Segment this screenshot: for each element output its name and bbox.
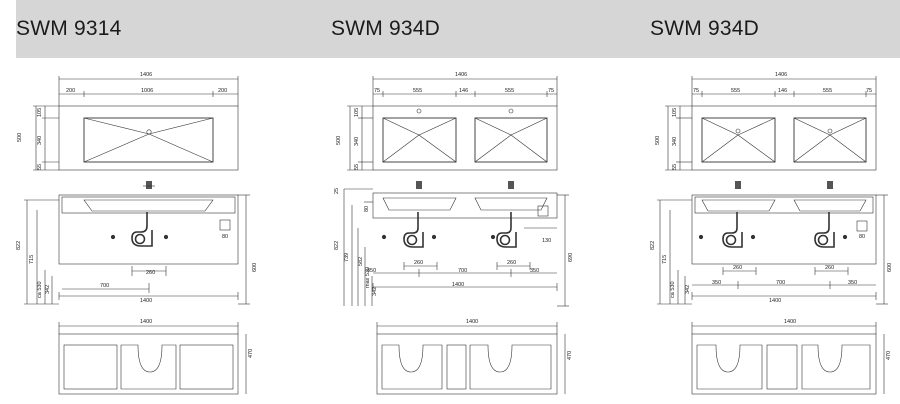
model-a-top-view: 1406 200 1006 200 500 105 340 55 <box>17 72 239 171</box>
dim-c-d2: 340 <box>672 137 678 146</box>
dim-b-height: 822 <box>334 241 340 250</box>
dim-c-total: 1406 <box>775 72 787 78</box>
dim-a-d3: 55 <box>37 164 43 170</box>
dim-b-bottom-height: 470 <box>567 351 573 360</box>
dim-c-d1: 105 <box>672 108 678 117</box>
dim-c-trap2: 260 <box>825 265 834 271</box>
dim-a-bottom-width: 1400 <box>140 319 152 325</box>
dim-b-edge-r: 75 <box>548 88 554 94</box>
dim-a-total: 1406 <box>140 72 152 78</box>
dim-c-depth: 500 <box>655 136 661 145</box>
dim-b-bowl-r: 555 <box>505 88 514 94</box>
dim-b-bottom-width: 1400 <box>466 319 478 325</box>
model-title-1: SWM 9314 <box>16 17 122 40</box>
dim-b-bowl-l: 555 <box>413 88 422 94</box>
dim-b-h4: 342 <box>372 287 378 296</box>
dim-b-gap: 146 <box>459 88 468 94</box>
model-c-bottom-view: 1400 470 <box>691 319 892 395</box>
dim-c-edge-r: 75 <box>866 88 872 94</box>
dim-c-bottom-width: 1400 <box>784 319 796 325</box>
dim-b-d3: 55 <box>354 164 360 170</box>
dim-b-h1: 739 <box>344 253 350 262</box>
dim-a-height: 822 <box>16 241 22 250</box>
model-b-bottom-view: 1400 470 <box>376 319 573 395</box>
dim-b-h2: 582 <box>358 257 364 266</box>
dim-c-right: 350 <box>848 280 857 286</box>
dim-c-h1: 715 <box>662 255 668 264</box>
dim-b-htop: 25 <box>334 188 340 194</box>
dim-a-h1: 715 <box>29 255 35 264</box>
model-c-top-view: 1406 75 555 146 555 75 500 105 340 55 <box>655 72 877 171</box>
dim-a-middle: 1006 <box>141 88 153 94</box>
dim-a-d2: 340 <box>37 136 43 145</box>
dim-b-h3: max 530 <box>365 267 371 288</box>
dim-c-height: 822 <box>650 241 656 250</box>
dim-b-right: 350 <box>530 268 539 274</box>
dim-a-trap: 260 <box>146 270 155 276</box>
dim-c-bottom-height: 470 <box>886 351 892 360</box>
model-c-front-view: 80 260 260 350 700 350 1400 822 715 ca 5… <box>650 181 893 305</box>
dim-a-width: 1400 <box>140 298 152 304</box>
model-title-3: SWM 934D <box>650 17 759 40</box>
dim-c-bowl-r: 555 <box>823 88 832 94</box>
dim-b-total: 1406 <box>455 72 467 78</box>
model-b-top-view: 1406 75 555 146 555 75 500 105 340 55 <box>336 72 558 171</box>
dim-b-cabinet: 690 <box>568 253 574 262</box>
dim-a-box: 80 <box>222 234 228 240</box>
dim-b-d2: 340 <box>354 137 360 146</box>
dim-a-right: 200 <box>218 88 227 94</box>
model-a-bottom-view: 1400 470 <box>58 319 254 395</box>
dim-b-edge-l: 75 <box>374 88 380 94</box>
dim-c-cabinet: 600 <box>887 263 893 272</box>
dim-b-width: 1400 <box>452 282 464 288</box>
model-a-front-view: 80 260 700 1400 822 715 ca 530 342 600 <box>16 181 258 305</box>
model-title-2: SWM 934D <box>331 17 440 40</box>
dim-c-h3: 342 <box>685 285 691 294</box>
dim-b-hshelf: 80 <box>364 206 370 212</box>
dim-b-left: 350 <box>367 268 376 274</box>
dim-b-trap2: 260 <box>507 260 516 266</box>
dim-c-trap: 260 <box>733 265 742 271</box>
dim-a-left: 200 <box>66 88 75 94</box>
dim-a-drain: 700 <box>100 283 109 289</box>
dim-a-h2: ca 530 <box>37 281 43 298</box>
dim-c-d3: 55 <box>672 164 678 170</box>
dim-a-h3: 342 <box>45 285 51 294</box>
header-bar <box>16 0 900 58</box>
model-b-front-view: 130 260 260 350 700 350 1400 822 25 80 7… <box>334 181 574 307</box>
dim-c-edge-l: 75 <box>693 88 699 94</box>
dim-c-mid: 700 <box>776 280 785 286</box>
dim-b-trap: 260 <box>414 260 423 266</box>
dim-c-h2: ca 530 <box>670 281 676 298</box>
dim-a-depth: 500 <box>17 133 23 142</box>
dim-c-width: 1400 <box>769 298 781 304</box>
dim-a-d1: 105 <box>37 108 43 117</box>
dim-c-box: 80 <box>859 234 865 240</box>
dim-b-mid: 700 <box>458 268 467 274</box>
dim-c-bowl-l: 555 <box>731 88 740 94</box>
dim-c-gap: 146 <box>778 88 787 94</box>
dim-a-cabinet: 600 <box>252 263 258 272</box>
dim-b-d1: 105 <box>354 108 360 117</box>
dim-b-box: 130 <box>542 238 551 244</box>
dim-c-left: 350 <box>712 280 721 286</box>
dim-a-bottom-height: 470 <box>248 349 254 358</box>
dim-b-depth: 500 <box>336 136 342 145</box>
